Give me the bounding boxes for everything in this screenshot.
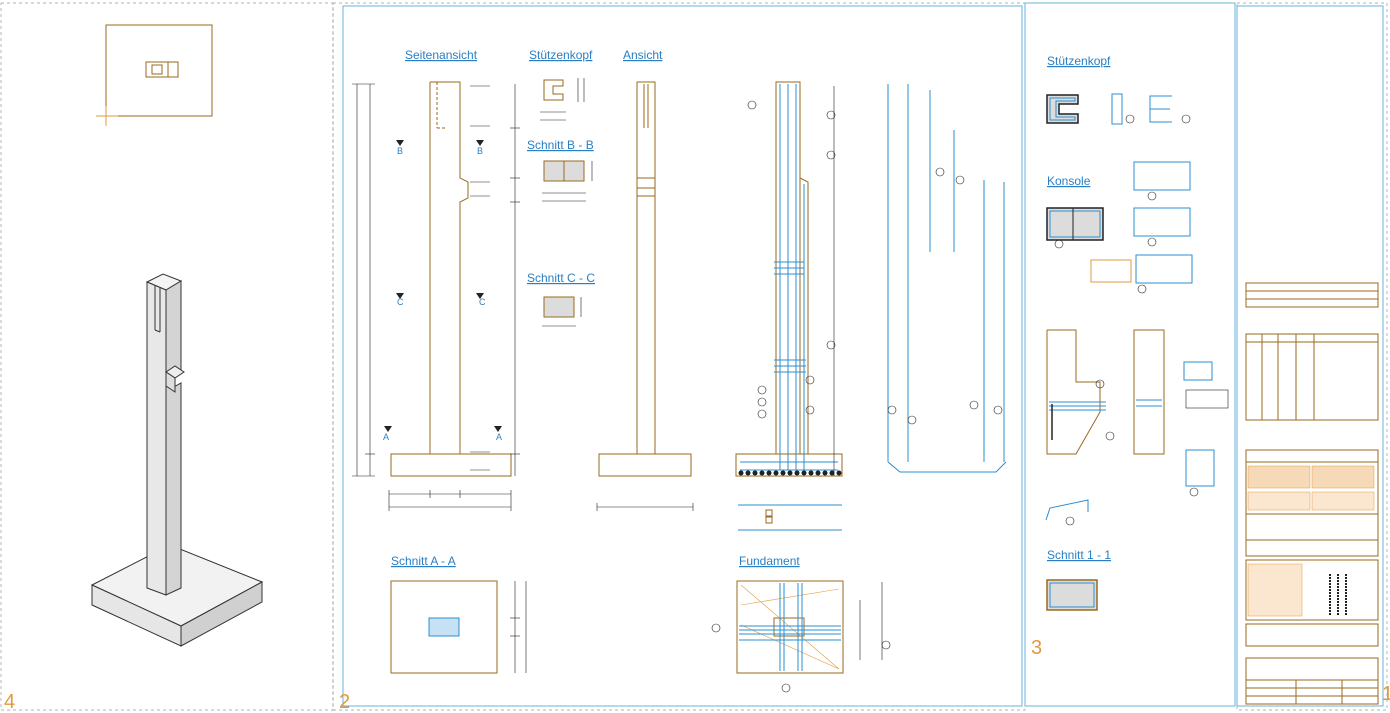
title-seitenansicht: Seitenansicht — [405, 48, 478, 62]
title-stuetzenkopf-detail: Stützenkopf — [1047, 54, 1111, 68]
section-mark-label: A — [496, 432, 502, 442]
side-elevation — [352, 81, 520, 511]
section-bb — [542, 160, 593, 202]
section-aa — [390, 580, 527, 674]
reinforcement-elevation — [735, 81, 843, 531]
section-cc — [542, 296, 582, 327]
title-konsole: Konsole — [1047, 174, 1091, 188]
top-view-mini — [96, 24, 213, 126]
title-stuetzenkopf: Stützenkopf — [529, 48, 593, 62]
column-head-plan — [540, 78, 585, 121]
isometric-column-3d — [90, 273, 264, 647]
title-fundament: Fundament — [739, 554, 800, 568]
section-mark-label: C — [397, 297, 404, 307]
section-mark-label: B — [397, 146, 403, 156]
foundation-plan — [711, 580, 891, 693]
section-mark-label: C — [479, 297, 486, 307]
title-schnitt-11: Schnitt 1 - 1 — [1047, 548, 1111, 562]
bar-shapes — [887, 84, 1007, 473]
section-mark-label: B — [477, 146, 483, 156]
title-block — [1245, 282, 1379, 705]
panel-number: 3 — [1031, 637, 1042, 659]
section-1-1 — [1045, 499, 1098, 611]
section-mark-label: A — [383, 432, 389, 442]
title-schnitt-cc: Schnitt C - C — [527, 271, 595, 285]
panel-number: 1 — [1382, 683, 1390, 705]
title-schnitt-bb: Schnitt B - B — [527, 138, 594, 152]
title-schnitt-aa: Schnitt A - A — [391, 554, 456, 568]
front-elevation — [596, 81, 694, 511]
corbel-elevation — [1046, 329, 1229, 497]
corbel-section — [1046, 161, 1193, 294]
panel-number: 4 — [4, 691, 15, 713]
panel-number: 2 — [339, 691, 350, 713]
title-ansicht: Ansicht — [623, 48, 663, 62]
column-head-detail — [1046, 93, 1191, 125]
